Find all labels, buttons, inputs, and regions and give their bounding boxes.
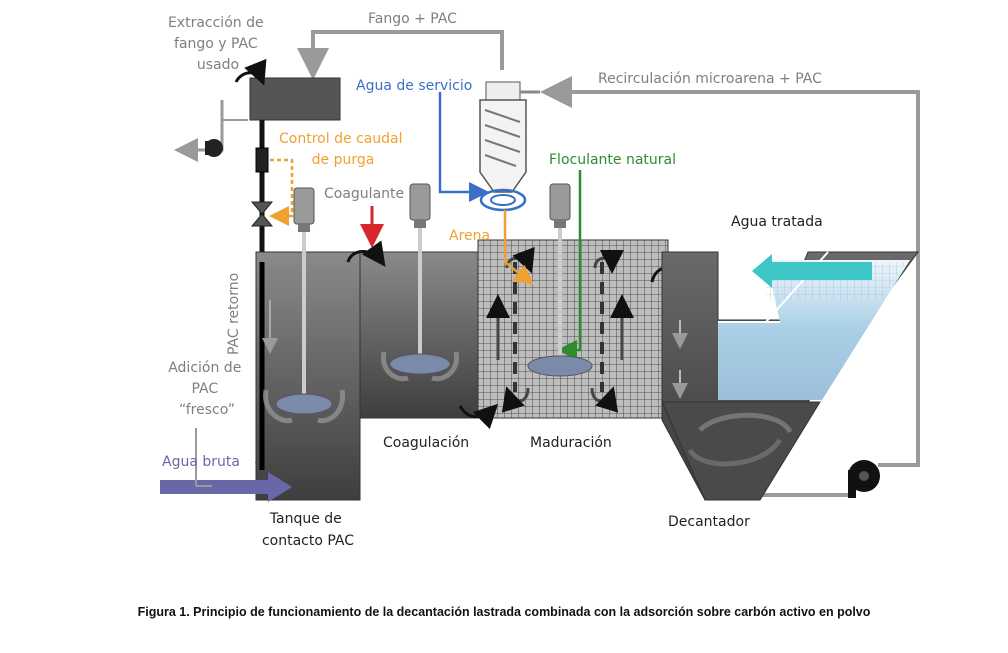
label-coagulacion: Coagulación — [383, 435, 469, 451]
label-arena: Arena — [449, 228, 490, 244]
label-extraccion: Extracción de fango y PAC usado — [168, 15, 268, 73]
contact-tank — [255, 251, 361, 501]
label-maduracion: Maduración — [530, 435, 612, 451]
flow-arrow-contact-coag — [346, 240, 386, 267]
treated-water-arrow — [752, 254, 872, 288]
figure-caption: Figura 1. Principio de funcionamiento de… — [137, 605, 871, 619]
label-pac-retorno: PAC retorno — [226, 273, 242, 355]
pipe-extraccion-vent — [221, 100, 248, 121]
sand-line — [503, 210, 534, 286]
label-agua-tratada: Agua tratada — [731, 214, 823, 230]
label-fango-pac: Fango + PAC — [368, 11, 457, 27]
extraction-pump — [205, 139, 223, 157]
service-water-line — [438, 92, 489, 202]
mixer-coagulation-tank — [380, 183, 460, 382]
label-agua-servicio: Agua de servicio — [356, 78, 472, 94]
raw-water-inlet — [160, 428, 292, 502]
mixer-maturation-tank — [527, 183, 593, 377]
hydrocyclone — [479, 81, 540, 212]
label-tanque: Tanque de contacto PAC — [262, 511, 354, 549]
pipe-fango-pac — [297, 30, 504, 80]
label-recirculacion: Recirculación microarena + PAC — [598, 71, 822, 87]
recirculation-pump — [848, 460, 880, 498]
sludge-box — [249, 77, 341, 121]
flow-arrow-coag-mad — [458, 403, 499, 430]
mixer-contact-tank — [262, 187, 346, 424]
pipe-recirculacion — [540, 76, 920, 467]
label-decantador: Decantador — [668, 514, 750, 530]
label-coagulante: Coagulante — [324, 186, 404, 202]
flocculant-line — [557, 170, 582, 360]
purge-control-line — [269, 158, 294, 226]
label-adicion-pac: Adición de PAC “fresco” — [168, 360, 246, 418]
sludge-box-arrow — [234, 58, 267, 86]
label-control-caudal: Control de caudal de purga — [279, 131, 407, 168]
label-agua-bruta: Agua bruta — [162, 454, 240, 470]
label-floculante: Floculante natural — [549, 152, 676, 168]
settler — [661, 251, 919, 501]
